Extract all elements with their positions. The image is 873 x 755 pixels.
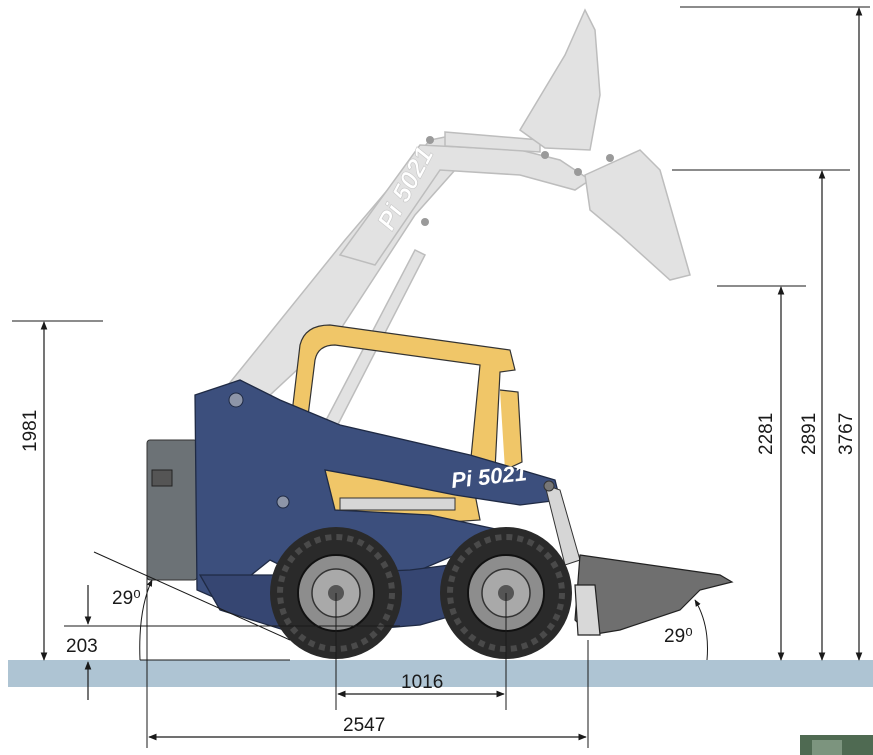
ground-clearance-value: 203 — [66, 636, 98, 657]
boom-pins — [421, 136, 614, 226]
dim-wheelbase: 1016 — [335, 593, 507, 710]
dim-machine-height: 1981 — [12, 320, 103, 661]
lowered-bucket — [574, 554, 734, 636]
dump-height-value: 2281 — [756, 413, 777, 455]
dim-bucket-angle: 29⁰ — [664, 599, 708, 661]
lift-cylinder — [339, 480, 581, 566]
total-height-value: 3767 — [836, 413, 857, 455]
ground-strip — [8, 660, 873, 687]
machine-height-value: 1981 — [20, 410, 41, 452]
dim-rear-angle: 29⁰ — [93, 551, 291, 661]
length-value: 2547 — [343, 715, 385, 736]
dim-overall-length: 2547 — [146, 575, 589, 748]
dim-pin-height: 2891 — [672, 169, 850, 661]
dim-ground-clearance: 203 — [64, 585, 400, 700]
pin-height-value: 2891 — [799, 413, 820, 455]
rear-angle-value: 29⁰ — [112, 588, 141, 609]
rear-counterweight — [146, 439, 198, 581]
bucket-angle-value: 29⁰ — [664, 626, 693, 647]
body-pin-upper — [228, 392, 244, 408]
dim-total-height: 3767 — [680, 6, 870, 661]
wheelbase-value: 1016 — [401, 672, 443, 693]
raised-boom-ghost — [226, 8, 691, 476]
thumbnail-image-highlight — [812, 740, 842, 755]
dim-dump-height: 2281 — [717, 285, 806, 661]
body-pin-lower — [276, 495, 290, 509]
rear-light — [151, 469, 173, 487]
